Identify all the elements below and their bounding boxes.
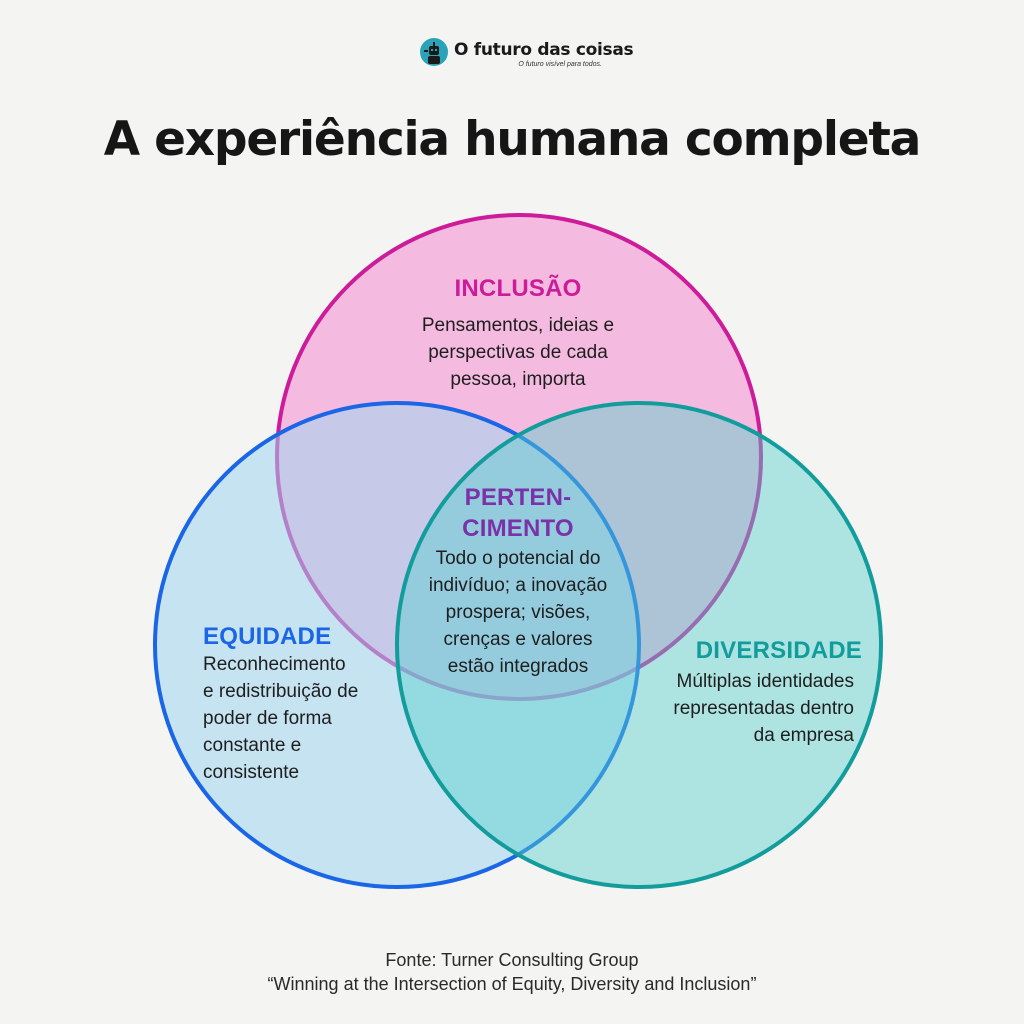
diversidade-line: da empresa xyxy=(753,725,854,746)
inclusao-label: INCLUSÃO xyxy=(454,275,582,302)
pertencimento-line: Todo o potencial do xyxy=(435,548,601,569)
source-line-1: Fonte: Turner Consulting Group xyxy=(385,950,639,970)
page-title: A experiência humana completa xyxy=(103,112,922,167)
equidade-line: constante e xyxy=(203,735,302,756)
equidade-line: poder de forma xyxy=(203,708,332,729)
diversidade-description: Múltiplas identidades representadas dent… xyxy=(624,668,854,749)
inclusao-line: pessoa, importa xyxy=(450,369,586,390)
equidade-line: consistente xyxy=(203,762,300,783)
circle-diversidade xyxy=(395,401,883,889)
diversidade-line: Múltiplas identidades xyxy=(676,671,854,692)
pertencimento-description: Todo o potencial do indivíduo; a inovaçã… xyxy=(388,545,648,680)
source-line-2: “Winning at the Intersection of Equity, … xyxy=(267,974,757,994)
pertencimento-line: crenças e valores xyxy=(443,629,593,650)
brand-logo: O futuro das coisas O futuro visível par… xyxy=(420,36,634,72)
brand-tagline: O futuro visível para todos. xyxy=(518,61,602,68)
inclusao-line: perspectivas de cada xyxy=(428,342,608,363)
equidade-line: e redistribuição de xyxy=(203,681,359,702)
pertencimento-line: prospera; visões, xyxy=(445,602,591,623)
brand-name: O futuro das coisas xyxy=(454,40,634,60)
inclusao-description: Pensamentos, ideias e perspectivas de ca… xyxy=(368,312,668,393)
inclusao-line: Pensamentos, ideias e xyxy=(421,315,615,336)
diversidade-label: DIVERSIDADE xyxy=(695,637,862,664)
pertencimento-label-line: PERTEN- xyxy=(464,484,572,511)
equidade-description: Reconhecimento e redistribuição de poder… xyxy=(203,651,403,786)
robot-logo-icon xyxy=(420,38,448,66)
pertencimento-line: estão integrados xyxy=(447,656,589,677)
pertencimento-label: PERTEN- CIMENTO xyxy=(418,482,618,544)
equidade-line: Reconhecimento xyxy=(203,654,346,675)
diversidade-line: representadas dentro xyxy=(673,698,854,719)
pertencimento-label-line: CIMENTO xyxy=(462,515,574,542)
pertencimento-line: indivíduo; a inovação xyxy=(428,575,608,596)
equidade-label: EQUIDADE xyxy=(203,623,332,650)
